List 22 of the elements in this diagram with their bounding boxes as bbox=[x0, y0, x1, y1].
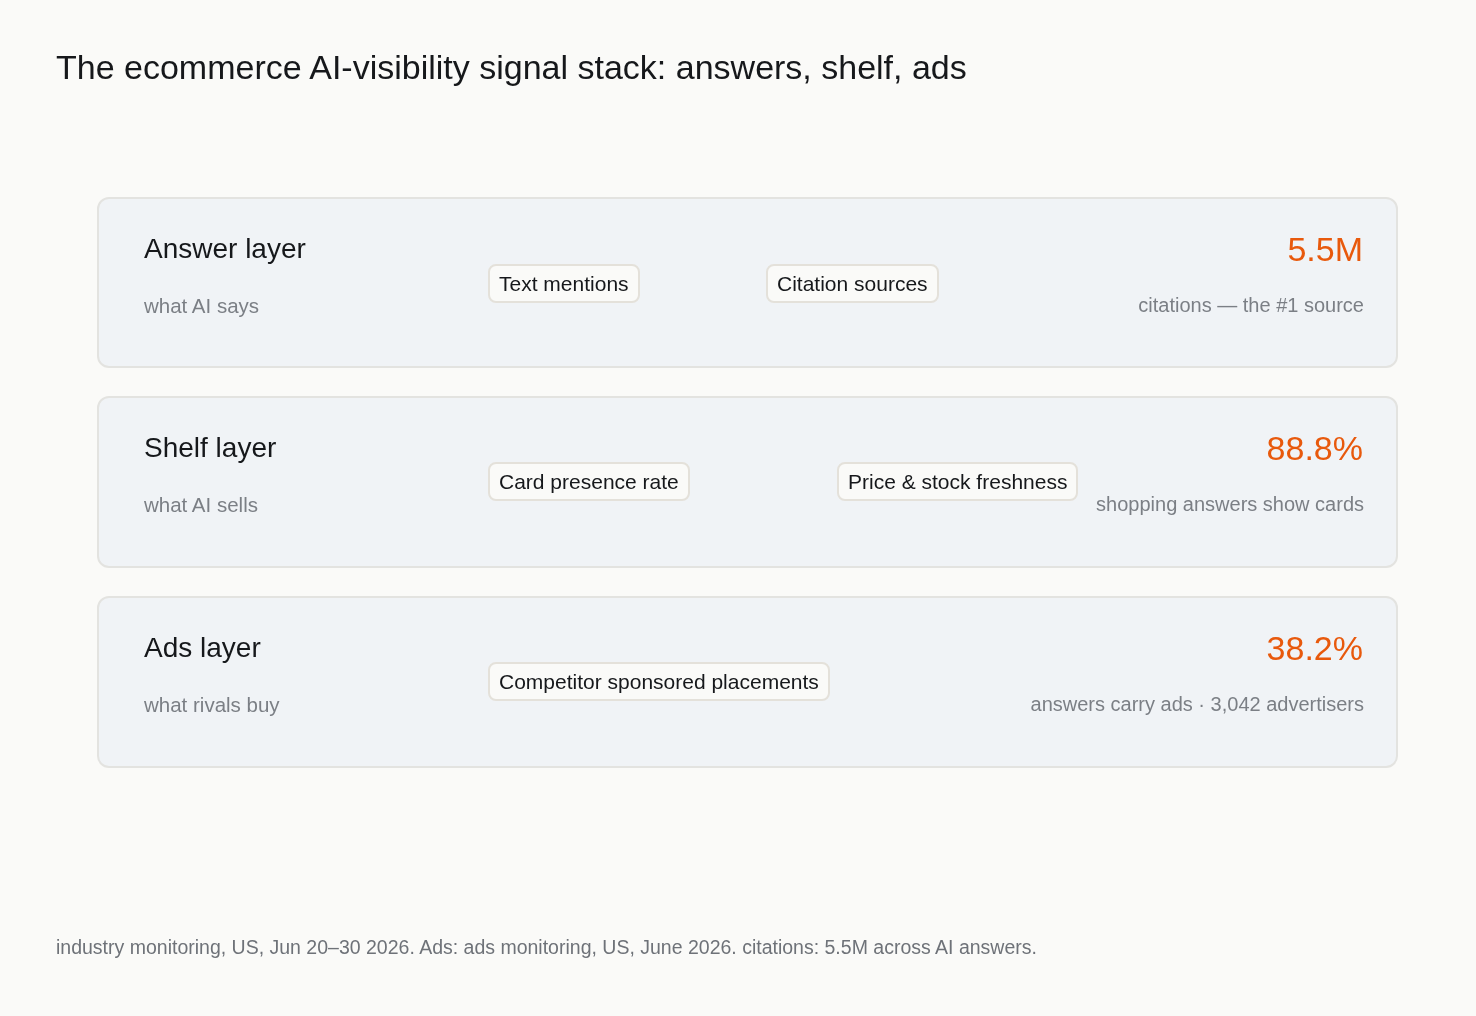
layer-subtitle: what rivals buy bbox=[144, 693, 280, 717]
layer-band bbox=[97, 596, 1398, 768]
layer-band bbox=[97, 396, 1398, 568]
layer-heading: Answer layer bbox=[144, 233, 306, 265]
stat-value: 88.8% bbox=[1266, 429, 1363, 468]
signal-tag: Card presence rate bbox=[488, 462, 690, 501]
diagram-title: The ecommerce AI-visibility signal stack: answers, shelf, ads bbox=[56, 48, 967, 87]
signal-tag: Text mentions bbox=[488, 264, 640, 303]
layer-band bbox=[97, 197, 1398, 368]
signal-tag: Competitor sponsored placements bbox=[488, 662, 830, 701]
source-caption: industry monitoring, US, Jun 20–30 2026. Ads: ads monitoring, US, June 2026. citations: 5.5M across AI answers. bbox=[56, 936, 1037, 959]
stat-description: citations — the #1 source bbox=[1138, 294, 1364, 317]
layer-heading: Ads layer bbox=[144, 632, 261, 664]
stat-value: 38.2% bbox=[1266, 629, 1363, 668]
layer-heading: Shelf layer bbox=[144, 432, 277, 464]
stat-description: answers carry ads · 3,042 advertisers bbox=[1030, 693, 1364, 716]
stat-value: 5.5M bbox=[1287, 230, 1363, 269]
stat-description: shopping answers show cards bbox=[1096, 493, 1364, 516]
layer-subtitle: what AI sells bbox=[144, 493, 258, 517]
layer-subtitle: what AI says bbox=[144, 294, 260, 318]
signal-tag: Citation sources bbox=[766, 264, 939, 303]
signal-tag: Price & stock freshness bbox=[837, 462, 1079, 501]
